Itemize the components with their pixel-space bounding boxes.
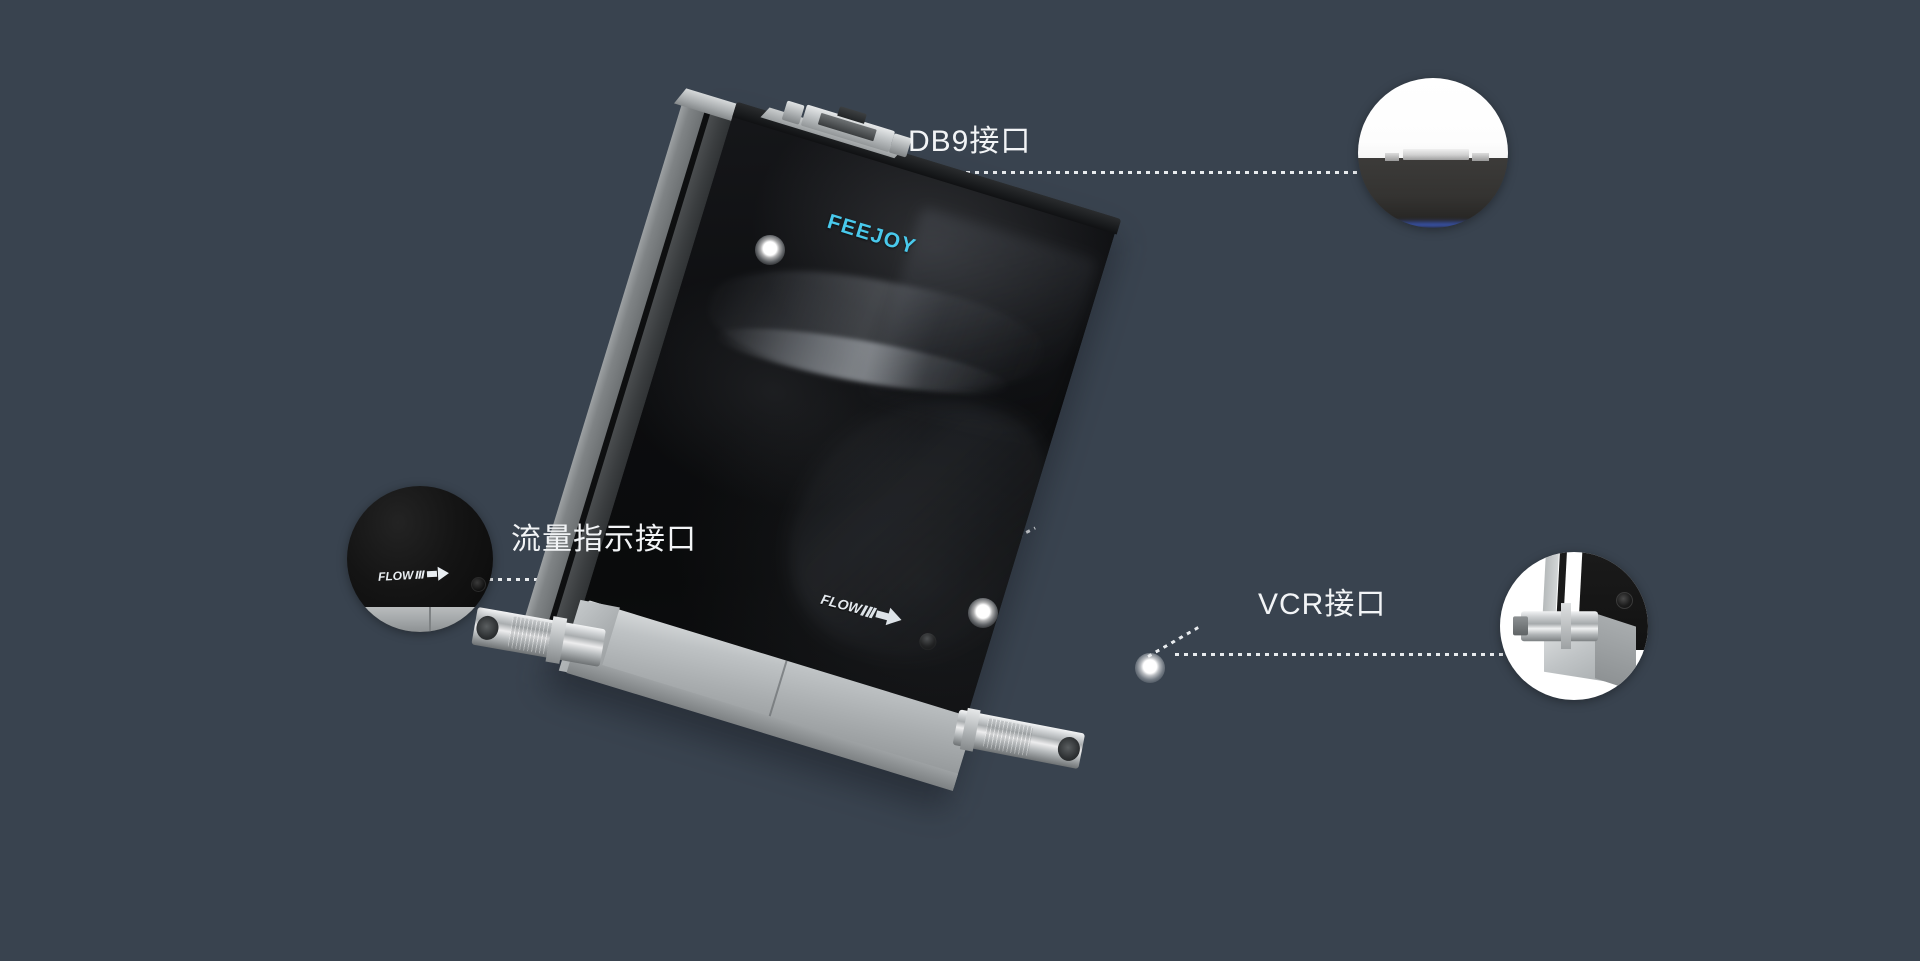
detail-flow-speed-bars-icon [415, 570, 425, 579]
detail-circle-vcr[interactable] [1500, 552, 1648, 700]
detail-db9-connector [1403, 149, 1469, 160]
detail-db9-blue-reflection [1385, 219, 1481, 227]
detail-flow-marking-text: FLOW [377, 567, 414, 584]
leader-line-db9 [822, 171, 1367, 174]
leader-line-vcr [1175, 653, 1505, 656]
callout-marker-db9[interactable] [755, 235, 785, 265]
callout-label-flow-indicator: 流量指示接口 [511, 523, 697, 556]
detail-vcr-fitting-body [1520, 611, 1598, 641]
callout-label-db9: DB9接口 [908, 125, 1032, 158]
detail-circle-flow-indicator[interactable]: FLOW [347, 486, 493, 632]
detail-vcr-screw-icon [1616, 591, 1634, 609]
detail-vcr-base-face [1594, 613, 1637, 692]
detail-flow-base-strip [347, 607, 493, 632]
detail-db9-device-body [1358, 157, 1508, 228]
detail-vcr-fitting-nut [1560, 603, 1572, 649]
detail-vcr-fitting-tip [1513, 616, 1529, 636]
detail-circle-db9[interactable] [1358, 78, 1508, 228]
vcr-fitting-outlet [952, 706, 1090, 772]
detail-db9-post-left [1385, 153, 1399, 161]
detail-flow-screw-icon [470, 576, 486, 592]
detail-flow-arrow-head-icon [437, 565, 450, 581]
detail-flow-arrow-tail-icon [426, 570, 438, 578]
detail-flow-base-seam [428, 607, 431, 632]
callout-marker-vcr[interactable] [1135, 653, 1165, 683]
callout-label-vcr: VCR接口 [1258, 588, 1387, 621]
detail-db9-background [1358, 78, 1508, 158]
callout-marker-flow-indicator[interactable] [968, 598, 998, 628]
mass-flow-controller-device: FEEJOY FLOW [471, 88, 1138, 812]
detail-db9-post-right [1472, 153, 1489, 161]
flow-speed-bars-icon [860, 604, 878, 618]
feejoy-brand-logo: FEEJOY [824, 210, 920, 259]
